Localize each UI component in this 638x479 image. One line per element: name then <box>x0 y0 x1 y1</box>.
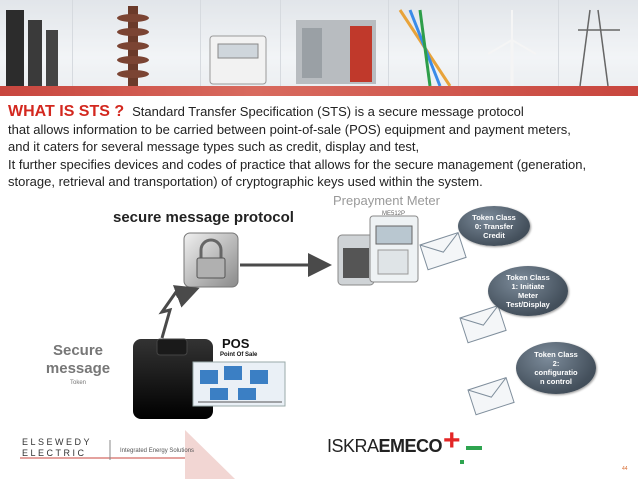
description-line: It further specifies devices and codes o… <box>8 156 587 172</box>
meter-model-code: ME512P <box>382 211 406 217</box>
pos-label: POS <box>222 336 250 351</box>
lightning-arrow-icon <box>158 285 200 339</box>
elsewedy-logo-line: ELECTRIC <box>22 448 87 458</box>
power-tower-icon <box>578 9 620 87</box>
secure-message-protocol-label: secure message protocol <box>113 209 294 226</box>
transformer-icon <box>296 20 376 84</box>
secure-message-line: Secure <box>52 342 104 359</box>
bubble-line: 1: Initiate <box>511 282 545 291</box>
bubble-line: Meter <box>517 291 538 300</box>
padlock-icon <box>183 232 239 288</box>
banner-tile <box>558 0 638 96</box>
bubble-line: 2: <box>552 359 560 368</box>
bubble-line: Token Class <box>506 273 550 282</box>
bubble-line: Test/Display <box>506 300 550 309</box>
prepayment-meter-label: Prepayment Meter <box>333 193 440 208</box>
envelope-icon <box>459 305 507 344</box>
prepayment-meter-icon <box>337 215 419 286</box>
envelope-icon <box>419 232 467 271</box>
plus-logo-icon: + <box>443 424 461 457</box>
banner-tile <box>458 0 559 96</box>
network-computers-icon <box>192 361 286 407</box>
iskraemeco-logo: ISKRAEMECO <box>327 436 443 457</box>
token-class-0-bubble: Token Class 0: Transfer Credit <box>458 206 530 246</box>
secure-message-line: message <box>45 360 111 377</box>
bubble-line: configuratio <box>534 368 578 377</box>
wire-bundle-icon <box>398 9 452 87</box>
elsewedy-logo-line: ELSEWEDY <box>22 437 93 447</box>
cable-icon <box>28 20 42 86</box>
token-class-2-bubble: Token Class 2: configuratio n control <box>516 342 596 394</box>
insulator-icon <box>117 6 149 86</box>
token-class-1-bubble: Token Class 1: Initiate Meter Test/Displ… <box>488 266 568 316</box>
sts-title: WHAT IS STS ? <box>8 103 125 120</box>
meter-photo-icon <box>209 35 267 85</box>
bubble-line: Token Class <box>534 350 578 359</box>
cable-icon <box>46 30 58 86</box>
wind-turbine-icon <box>487 10 537 86</box>
minus-logo-icon <box>466 446 482 450</box>
bubble-line: 0: Transfer <box>474 221 514 231</box>
bubble-line: Credit <box>483 230 505 240</box>
description-line: storage, retrieval and transportation) o… <box>8 174 483 189</box>
bubble-line: Token Class <box>472 212 516 222</box>
description-line: that allows information to be carried be… <box>8 121 571 137</box>
elsewedy-tagline: Integrated Energy Solutions <box>120 448 195 454</box>
sts-description: WHAT IS STS ? Standard Transfer Specifica… <box>8 103 634 191</box>
iskra-bold-text: EMECO <box>378 436 443 456</box>
secure-message-token-label: Token <box>69 380 86 386</box>
iskra-light-text: ISKRA <box>327 436 379 456</box>
banner-products-illustration <box>6 6 620 87</box>
footer-accent-shape <box>185 430 235 479</box>
cable-icon <box>6 10 24 86</box>
header-banner <box>0 0 638 96</box>
logo-dot-icon <box>460 460 464 464</box>
bubble-line: n control <box>539 377 573 386</box>
envelope-icon <box>467 377 515 416</box>
description-line: and it caters for several message types … <box>8 139 420 154</box>
description-line: Standard Transfer Specification (STS) is… <box>132 104 524 119</box>
page-number: 44 <box>622 466 628 472</box>
banner-red-band <box>0 86 638 96</box>
elsewedy-logo: ELSEWEDY ELECTRIC <box>22 437 92 459</box>
secure-message-label: Secure message <box>38 342 118 378</box>
pos-sublabel: Point Of Sale <box>220 352 258 358</box>
